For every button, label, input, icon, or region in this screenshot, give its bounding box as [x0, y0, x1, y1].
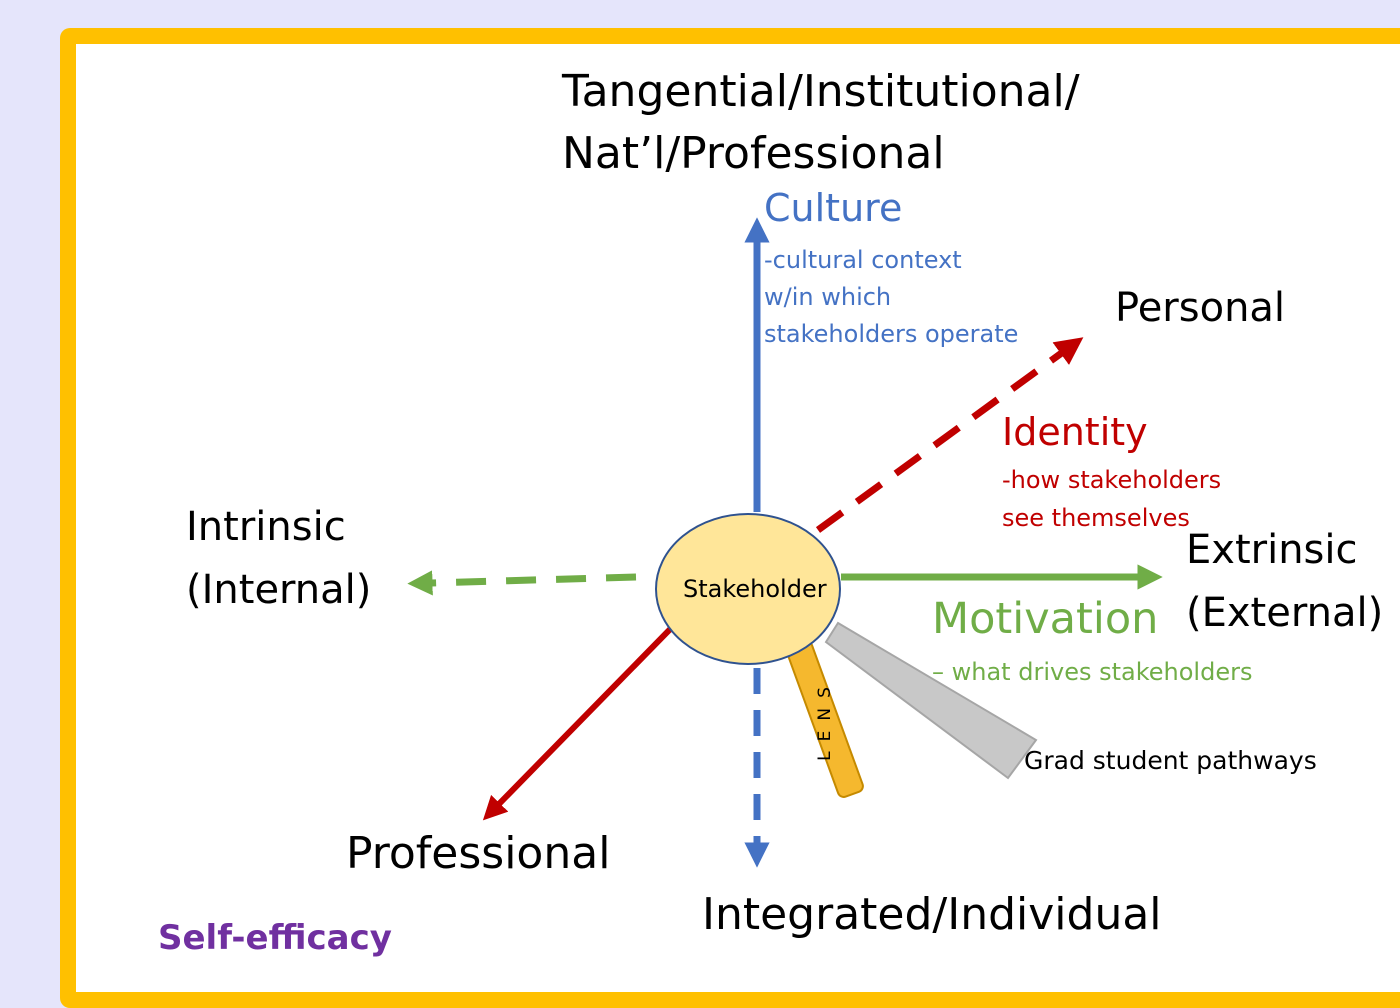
identity-title: Identity: [1002, 410, 1148, 454]
bottom-axis-label: Integrated/Individual: [702, 889, 1162, 940]
identity-desc-1: -how stakeholders: [1002, 466, 1222, 494]
identity-axis-professional-arrow: [482, 613, 686, 821]
extrinsic-axis-label-line2: (External): [1186, 590, 1384, 636]
pathways-beam: [824, 621, 1038, 780]
intrinsic-axis-label-line1: Intrinsic: [186, 504, 346, 550]
motivation-desc: – what drives stakeholders: [932, 658, 1253, 686]
identity-desc-2: see themselves: [1002, 504, 1190, 532]
personal-axis-label: Personal: [1115, 285, 1286, 331]
stakeholder-label: Stakeholder: [683, 575, 827, 603]
lens-label: LENS: [815, 677, 835, 761]
lens-cylinder: LENS: [784, 636, 864, 798]
diagram-canvas: LENS: [407, 217, 1163, 868]
motivation-axis-intrinsic-arrow: [407, 570, 637, 596]
top-axis-label-line2: Nat’l/Professional: [562, 128, 945, 179]
culture-desc-2: w/in which: [764, 283, 892, 311]
culture-desc-1: -cultural context: [764, 246, 962, 274]
culture-title: Culture: [764, 186, 903, 230]
motivation-title: Motivation: [932, 594, 1159, 644]
intrinsic-axis-label-line2: (Internal): [186, 567, 372, 613]
extrinsic-axis-label-line1: Extrinsic: [1186, 527, 1358, 573]
culture-desc-3: stakeholders operate: [764, 320, 1019, 348]
stakeholder-circle: [655, 513, 841, 665]
top-axis-label-line1: Tangential/Institutional/: [562, 66, 1080, 117]
self-efficacy-label: Self-efficacy: [158, 918, 392, 958]
pathways-label: Grad student pathways: [1024, 746, 1317, 775]
professional-axis-label: Professional: [346, 828, 611, 879]
identity-axis-personal-arrow: [815, 337, 1084, 533]
